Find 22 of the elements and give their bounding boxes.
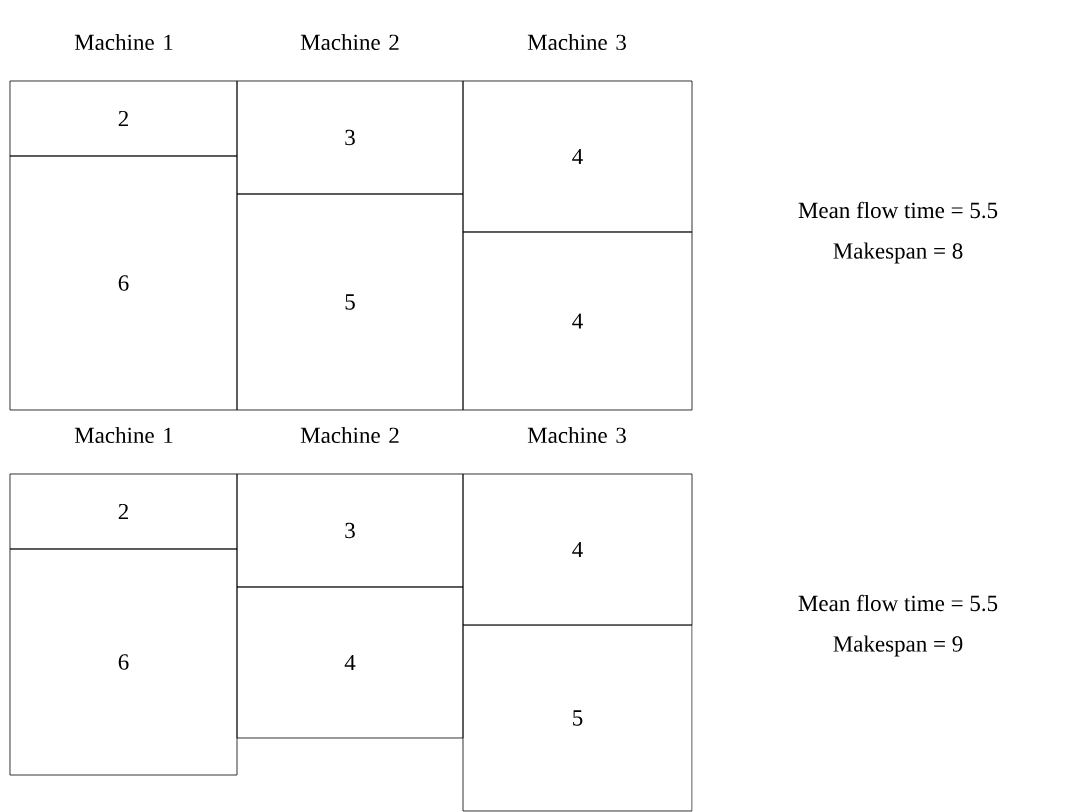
schedule-block: 4 xyxy=(236,586,464,739)
schedule-block: 3 xyxy=(236,80,464,195)
schedule-block: 6 xyxy=(9,548,238,776)
schedule-block: 3 xyxy=(236,473,464,588)
statistic-text: Mean flow time = 5.5 xyxy=(798,594,998,612)
column-heading: Machine 1 xyxy=(74,426,173,444)
schedule-block: 4 xyxy=(462,80,693,233)
schedule-block: 2 xyxy=(9,80,238,157)
column-heading: Machine 3 xyxy=(527,33,626,51)
column-heading: Machine 1 xyxy=(74,33,173,51)
statistic-text: Makespan = 9 xyxy=(833,635,963,657)
schedule-block: 5 xyxy=(236,193,464,411)
statistic-text: Makespan = 8 xyxy=(833,242,963,264)
column-heading: Machine 2 xyxy=(300,33,399,51)
schedule-block: 2 xyxy=(9,473,238,550)
statistic-text: Mean flow time = 5.5 xyxy=(798,201,998,219)
column-heading: Machine 2 xyxy=(300,426,399,444)
schedule-block: 4 xyxy=(462,231,693,411)
schedule-block: 6 xyxy=(9,155,238,411)
schedule-block: 5 xyxy=(462,624,693,812)
schedule-block: 4 xyxy=(462,473,693,626)
column-heading: Machine 3 xyxy=(527,426,626,444)
